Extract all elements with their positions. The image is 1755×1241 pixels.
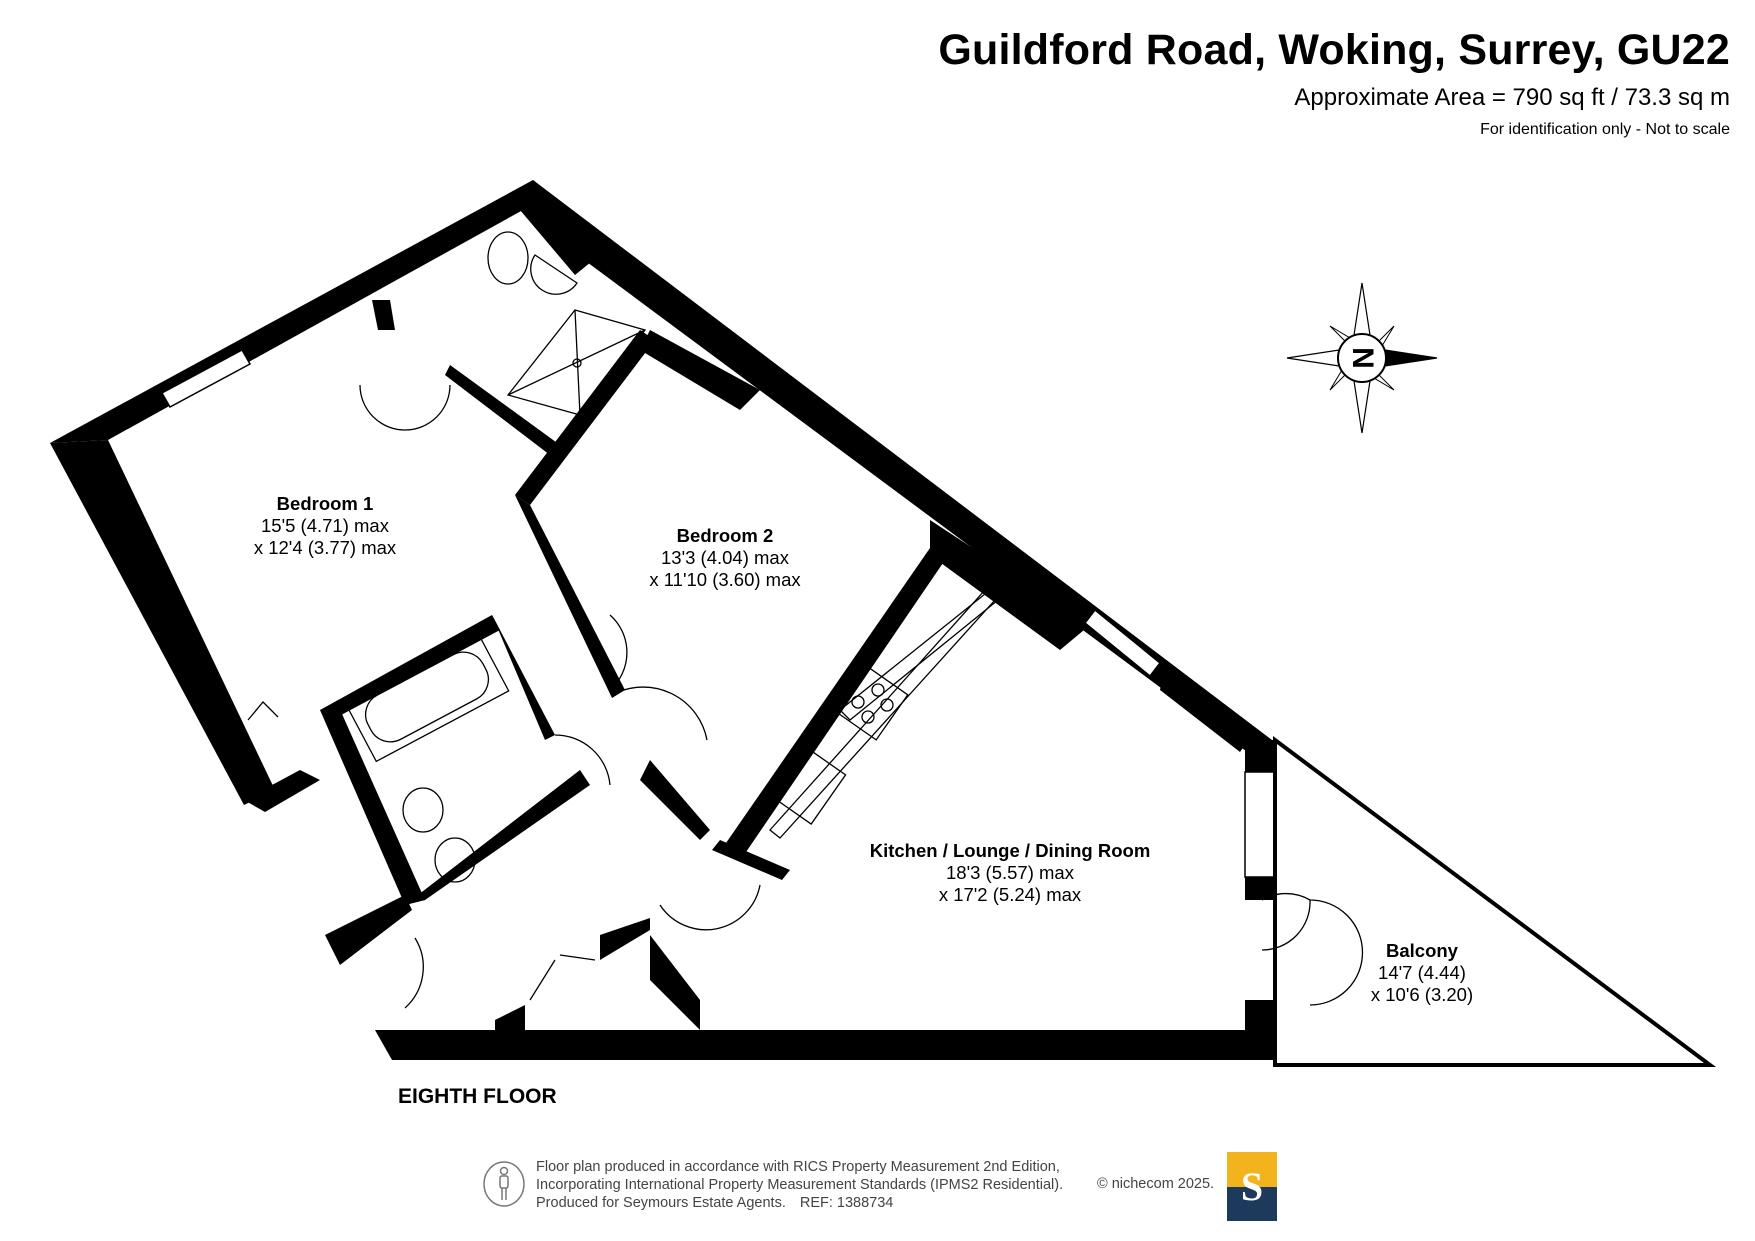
footer-ref: REF: 1388734 — [799, 1195, 894, 1211]
footer-line-1: Floor plan produced in accordance with R… — [536, 1159, 1060, 1175]
room-name: Balcony — [1386, 940, 1458, 961]
room-dim-2: x 12'4 (3.77) max — [253, 537, 397, 558]
walls — [50, 180, 1275, 1060]
room-dim-1: 15'5 (4.71) max — [261, 515, 389, 536]
room-dim-2: x 17'2 (5.24) max — [938, 884, 1082, 905]
balcony-outline — [1273, 736, 1717, 1067]
approximate-area: Approximate Area = 790 sq ft / 73.3 sq m — [1294, 84, 1730, 111]
footer-text: Floor plan produced in accordance with R… — [536, 1158, 1063, 1212]
room-name: Bedroom 1 — [276, 493, 374, 514]
room-dim-1: 18'3 (5.57) max — [946, 862, 1074, 883]
fixtures — [247, 231, 1364, 1009]
room-name: Kitchen / Lounge / Dining Room — [869, 840, 1151, 861]
footer-line-2: Incorporating International Property Mea… — [536, 1177, 1064, 1193]
seymours-logo: S — [1227, 1152, 1277, 1221]
footer-line-3: Produced for Seymours Estate Agents. REF:… — [536, 1194, 1063, 1212]
scale-note: For identification only - Not to scale — [1480, 121, 1730, 138]
room-dim-1: 13'3 (4.04) max — [661, 547, 789, 568]
logo-top — [1227, 1152, 1277, 1187]
compass-north-letter: N — [1346, 347, 1379, 369]
person-measure-icon — [483, 1161, 525, 1207]
room-dim-2: x 10'6 (3.20) — [1370, 984, 1474, 1005]
floor-label: EIGHTH FLOOR — [398, 1085, 557, 1108]
footer-produced: Produced for Seymours Estate Agents. — [536, 1195, 786, 1211]
room-label-bedroom-2: Bedroom 2 13'3 (4.04) max x 11'10 (3.60)… — [649, 525, 800, 591]
compass-rose-icon: N — [1286, 282, 1438, 434]
windows — [160, 348, 1276, 878]
room-label-balcony: Balcony 14'7 (4.44) x 10'6 (3.20) — [1371, 940, 1473, 1006]
page-title: Guildford Road, Woking, Surrey, GU22 — [938, 26, 1730, 74]
copyright: © nichecom 2025. — [1097, 1176, 1215, 1192]
room-dim-2: x 11'10 (3.60) max — [649, 569, 801, 590]
logo-letter: S — [1241, 1164, 1263, 1209]
room-name: Bedroom 2 — [676, 525, 774, 546]
room-label-kitchen-lounge-dining: Kitchen / Lounge / Dining Room 18'3 (5.5… — [870, 840, 1151, 906]
room-label-bedroom-1: Bedroom 1 15'5 (4.71) max x 12'4 (3.77) … — [254, 493, 396, 559]
room-dim-1: 14'7 (4.44) — [1378, 962, 1466, 983]
logo-bottom — [1227, 1187, 1277, 1221]
